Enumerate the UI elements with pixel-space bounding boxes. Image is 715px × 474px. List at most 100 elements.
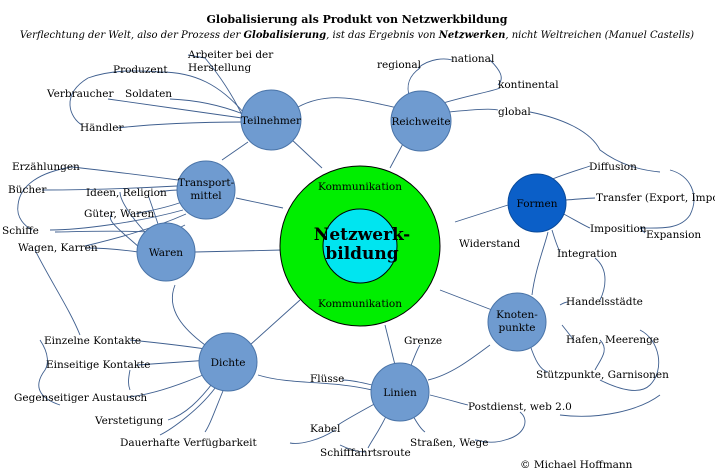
label-integration: Integration xyxy=(557,248,617,260)
edge-waren-schiffe xyxy=(54,230,151,233)
edge-center-teilnehmer xyxy=(289,137,323,169)
label-gueter-waren: Güter, Waren xyxy=(84,208,154,220)
node-dichte-circle xyxy=(198,332,258,392)
node-reichweite-circle xyxy=(390,90,452,152)
node-knoten-line1: Knoten- xyxy=(496,309,538,321)
label-transfer: Transfer (Export, Import) xyxy=(596,192,715,204)
label-gegenseitiger-austausch: Gegenseitiger Austausch xyxy=(14,392,147,404)
edge-verbraucher-haendler xyxy=(69,77,89,126)
edge-teilnehmer-transport xyxy=(221,141,249,161)
edge-center-linien xyxy=(384,324,396,366)
edge-kabel xyxy=(337,401,379,426)
edge-teilnehmer-reichweite xyxy=(297,97,399,109)
label-expansion: Expansion xyxy=(646,229,701,241)
edge-fluesse xyxy=(341,379,373,386)
edge-einzelne-einseitige xyxy=(38,339,61,406)
node-knoten-line2: punkte xyxy=(498,322,535,334)
node-transport-circle xyxy=(176,160,236,220)
edge-national xyxy=(417,58,453,69)
edge-schiffe xyxy=(49,209,184,231)
edge-postdienst-right xyxy=(559,394,661,417)
label-erzaehlungen: Erzählungen xyxy=(12,161,80,173)
node-formen-label: Formen xyxy=(517,198,558,210)
edge-postdienst-strassen xyxy=(474,411,526,443)
node-transport-line1: Transport- xyxy=(178,177,235,189)
label-buecher: Bücher xyxy=(8,184,47,196)
edge-buecher xyxy=(41,185,178,191)
subtitle-part-5: , nicht Weltreichen (Manuel Castells) xyxy=(505,30,694,41)
edge-postdienst xyxy=(429,394,469,406)
edge-kontinental xyxy=(489,59,502,86)
subtitle-part-4: Netzwerken xyxy=(438,30,506,41)
label-haendler: Händler xyxy=(80,122,124,134)
edge-einseitige-gegenseitiger xyxy=(128,369,131,391)
edge-erzaehlungen xyxy=(71,166,179,181)
edge-handelsstaedte xyxy=(559,301,569,306)
node-dichte-label: Dichte xyxy=(211,357,246,369)
edge-produzent xyxy=(87,70,245,114)
edge-global xyxy=(447,108,499,113)
label-arbeiter-line2: Herstellung xyxy=(188,62,251,74)
label-regional: regional xyxy=(377,59,422,71)
edge-waren-dichte xyxy=(171,284,206,346)
label-verstetigung: Verstetigung xyxy=(94,415,163,427)
edge-integration xyxy=(551,229,561,253)
edge-wagen xyxy=(84,213,187,247)
label-imposition: Imposition xyxy=(590,223,647,235)
edge-center-knoten xyxy=(439,289,493,311)
edge-transfer xyxy=(565,197,596,201)
label-global: global xyxy=(498,106,531,118)
node-knotenpunkte: Knoten- punkte xyxy=(487,292,547,352)
label-einzelne-kontakte: Einzelne Kontakte xyxy=(44,335,141,347)
node-reichweite: Reichweite xyxy=(390,90,452,152)
edge-dauerhaft xyxy=(204,385,226,433)
node-formen-circle xyxy=(507,173,567,233)
edge-linien-knoten xyxy=(427,344,491,381)
edge-center-formen xyxy=(454,204,509,223)
edge-soldaten xyxy=(169,98,244,115)
label-handelsstaedte: Handelsstädte xyxy=(566,296,643,308)
diagram-subtitle: Verflechtung der Welt, also der Prozess … xyxy=(20,30,694,41)
inner-core xyxy=(322,208,398,284)
edge-gegenseitiger xyxy=(127,371,211,398)
edge-dauerhaft-2 xyxy=(159,383,219,436)
label-stuetzpunkte: Stützpunkte, Garnisonen xyxy=(536,369,669,381)
label-postdienst: Postdienst, web 2.0 xyxy=(468,401,572,413)
node-linien: Linien xyxy=(370,362,430,422)
node-waren: Waren xyxy=(136,222,196,282)
label-schiffe: Schiffe xyxy=(2,225,39,237)
edge-einzelne xyxy=(129,339,213,351)
connector-lines xyxy=(17,54,695,453)
edge-center-waren xyxy=(194,249,283,253)
node-teilnehmer-label: Teilnehmer xyxy=(241,115,302,127)
edge-reichweite-kontinental xyxy=(439,87,501,105)
edge-verbraucher xyxy=(107,98,243,119)
center-title-line2: bildung xyxy=(325,244,398,264)
edge-gueter xyxy=(135,201,183,215)
label-kabel: Kabel xyxy=(310,423,341,435)
copyright-text: © Michael Hoffmann xyxy=(520,459,633,471)
subtitle-part-2: Globalisierung xyxy=(243,30,326,41)
diagram-title: Globalisierung als Produkt von Netzwerkb… xyxy=(207,13,508,26)
edge-diffusion xyxy=(549,165,591,181)
center-title-line1: Netzwerk- xyxy=(314,225,410,245)
edge-kabel-dauerhaft xyxy=(289,429,336,444)
satellite-labels: Arbeiter bei der Herstellung Produzent S… xyxy=(2,49,715,459)
node-waren-circle xyxy=(136,222,196,282)
node-transportmittel: Transport- mittel xyxy=(176,160,236,220)
subtitle-part-1: Verflechtung der Welt, also der Prozess … xyxy=(20,30,244,41)
edge-knoten-formen xyxy=(531,231,549,296)
label-einseitige-kontakte: Einseitige Kontakte xyxy=(46,359,151,371)
label-national: national xyxy=(451,53,495,65)
label-soldaten: Soldaten xyxy=(125,88,172,100)
label-hafen-meerenge: Hafen, Meerenge xyxy=(566,334,659,346)
edge-hafen xyxy=(561,324,575,341)
label-fluesse: Flüsse xyxy=(310,373,344,385)
node-knoten-circle xyxy=(487,292,547,352)
label-schifffahrtsroute: Schifffahrtsroute xyxy=(320,447,411,459)
edge-imposition xyxy=(559,211,591,229)
edge-global-diffusion-curve xyxy=(529,111,661,173)
node-dichte: Dichte xyxy=(198,332,258,392)
edge-expansion-diffusion xyxy=(639,169,695,229)
